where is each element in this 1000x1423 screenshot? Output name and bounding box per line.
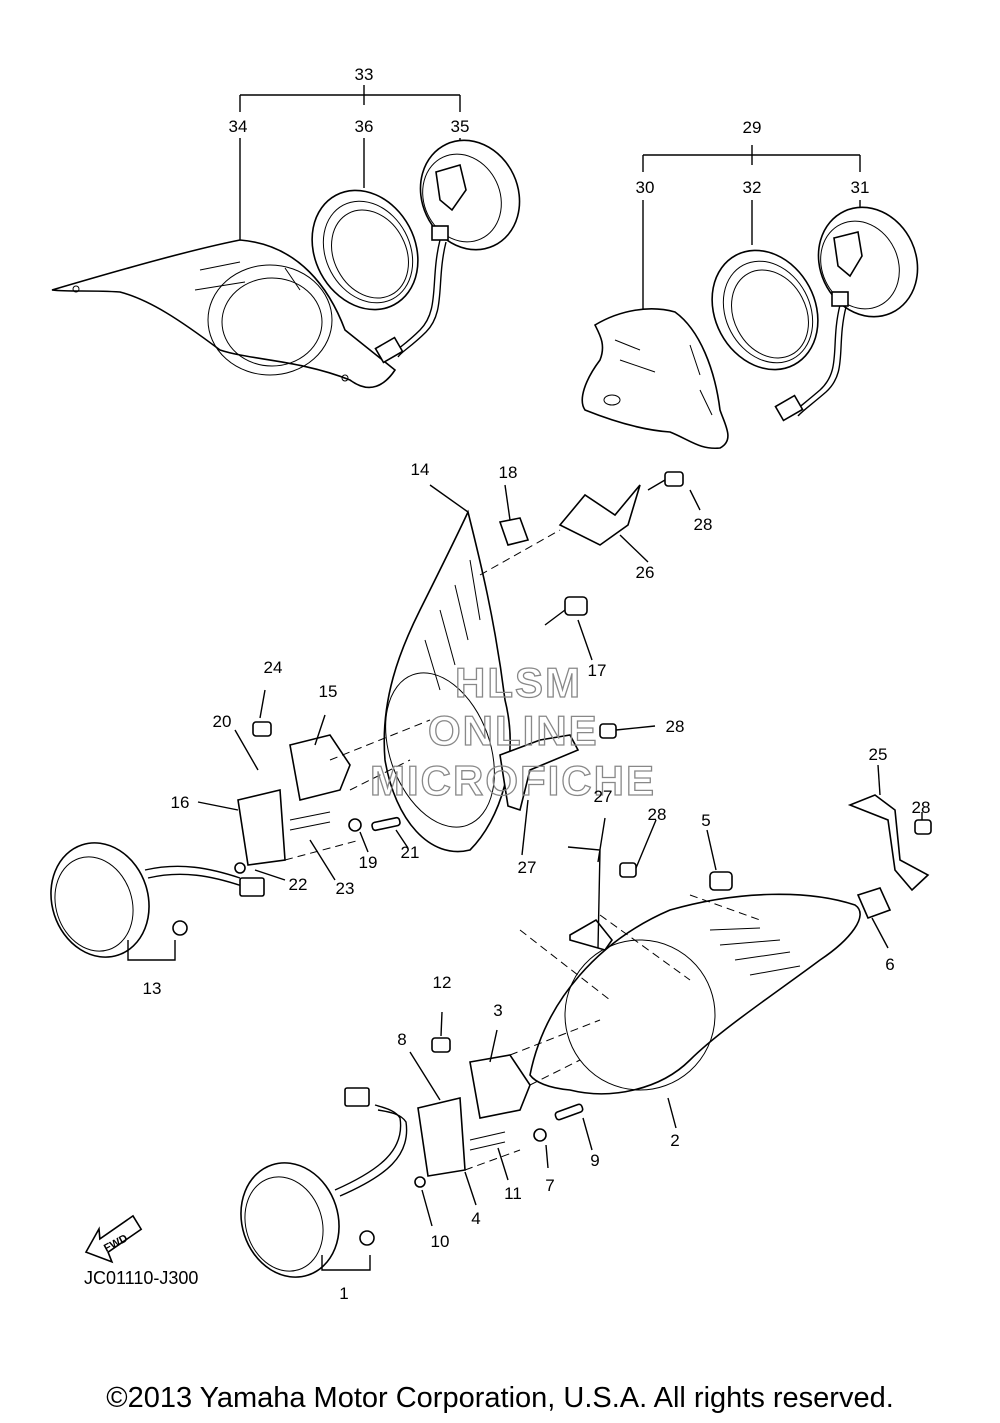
assembly-29-outline bbox=[581, 145, 919, 450]
watermark-line-3: MICROFICHE bbox=[370, 757, 656, 804]
part-number-label: 5 bbox=[701, 811, 710, 830]
part-number-label: 26 bbox=[636, 563, 655, 582]
part-number-label: 2 bbox=[670, 1131, 679, 1150]
part-number-label: 13 bbox=[143, 979, 162, 998]
part-number-label: 24 bbox=[264, 658, 283, 677]
part-number-label: 1 bbox=[339, 1284, 348, 1303]
part-number-label: 17 bbox=[588, 661, 607, 680]
part-number-label: 21 bbox=[401, 843, 420, 862]
part-number-label: 14 bbox=[411, 460, 430, 479]
part-number-label: 28 bbox=[694, 515, 713, 534]
part-number-label: 36 bbox=[355, 117, 374, 136]
part-number-label: 33 bbox=[355, 65, 374, 84]
part-number-label: 35 bbox=[451, 117, 470, 136]
housing-2-outline bbox=[240, 764, 932, 1278]
part-number-label: 28 bbox=[912, 798, 931, 817]
watermark-line-2: ONLINE bbox=[428, 707, 599, 754]
part-number-label: 25 bbox=[869, 745, 888, 764]
part-number-label: 19 bbox=[359, 853, 378, 872]
part-number-label: 7 bbox=[545, 1176, 554, 1195]
part-number-label: 10 bbox=[431, 1232, 450, 1251]
housing-14-outline bbox=[50, 471, 701, 961]
part-number-label: 30 bbox=[636, 178, 655, 197]
part-number-label: 12 bbox=[433, 973, 452, 992]
part-number-label: 9 bbox=[590, 1151, 599, 1170]
fwd-arrow-icon: FWD bbox=[84, 1214, 143, 1264]
part-number-label: 32 bbox=[743, 178, 762, 197]
part-number-label: 16 bbox=[171, 793, 190, 812]
part-number-label: 23 bbox=[336, 879, 355, 898]
part-number-label: 28 bbox=[666, 717, 685, 736]
part-number-label: 4 bbox=[471, 1209, 480, 1228]
watermark-line-1: HLSM bbox=[455, 659, 582, 706]
part-number-label: 8 bbox=[397, 1030, 406, 1049]
part-number-label: 27 bbox=[518, 858, 537, 877]
part-number-label: 28 bbox=[648, 805, 667, 824]
watermark: HLSM ONLINE MICROFICHE bbox=[369, 658, 656, 804]
copyright-notice: ©2013 Yamaha Motor Corporation, U.S.A. A… bbox=[106, 1382, 894, 1414]
part-number-label: 11 bbox=[504, 1184, 522, 1203]
assembly-33-outline bbox=[51, 85, 521, 389]
part-number-label: 29 bbox=[743, 118, 762, 137]
part-number-label: 6 bbox=[885, 955, 894, 974]
part-number-label: 3 bbox=[493, 1001, 502, 1020]
part-number-label: 27 bbox=[594, 787, 613, 806]
part-number-label: 22 bbox=[289, 875, 308, 894]
diagram-code: JC01110-J300 bbox=[84, 1268, 199, 1288]
part-number-label: 34 bbox=[229, 117, 248, 136]
part-number-label: 20 bbox=[213, 712, 232, 731]
part-number-label: 15 bbox=[319, 682, 338, 701]
part-number-label: 18 bbox=[499, 463, 518, 482]
part-number-label: 31 bbox=[851, 178, 870, 197]
